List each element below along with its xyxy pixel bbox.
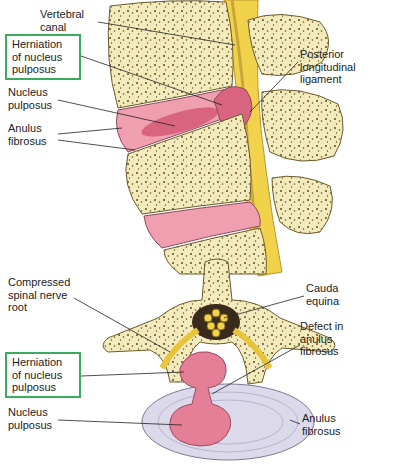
leader-line [98,22,235,45]
leader-line [74,298,170,352]
callout-box: Herniation of nucleus pulposus [5,34,81,80]
part-label: Vertebral canal [40,8,98,33]
leader-line [250,62,298,112]
leader-line [81,56,222,105]
part-label: Cauda equina [306,282,358,307]
part-label: Posterior longitudinal ligament [300,48,368,86]
callout-text: Herniation of nucleus pulposus [12,356,74,394]
leader-line [290,420,300,424]
cauda-nerve [212,329,220,337]
leader-line [224,296,304,318]
leader-line [58,100,175,126]
vertebral-body [126,114,251,214]
part-label: Anulus fibrosus [8,122,63,147]
nerve-root [234,330,270,368]
posterior-element [262,90,343,161]
callout-text: Herniation of nucleus pulposus [12,38,74,76]
cauda-nerve [217,322,225,330]
leader-line [58,140,135,150]
part-label: Anulus fibrosus [302,412,357,437]
part-label: Defect in anulus fibrosus [300,320,352,358]
leader-line [81,372,184,376]
part-label: Nucleus pulposus [8,86,63,111]
cauda-nerve [212,309,220,317]
cauda-nerve [207,322,215,330]
leader-line [58,420,182,425]
posterior-element [272,176,332,233]
part-label: Nucleus pulposus [8,406,63,431]
spinal-canal [192,304,240,340]
callout-box: Herniation of nucleus pulposus [5,352,81,398]
cauda-nerve [204,314,212,322]
leader-line [58,128,122,134]
leader-line [212,345,300,394]
nucleus-pulposus [170,352,231,446]
part-label: Compressed spinal nerve root [8,276,76,314]
